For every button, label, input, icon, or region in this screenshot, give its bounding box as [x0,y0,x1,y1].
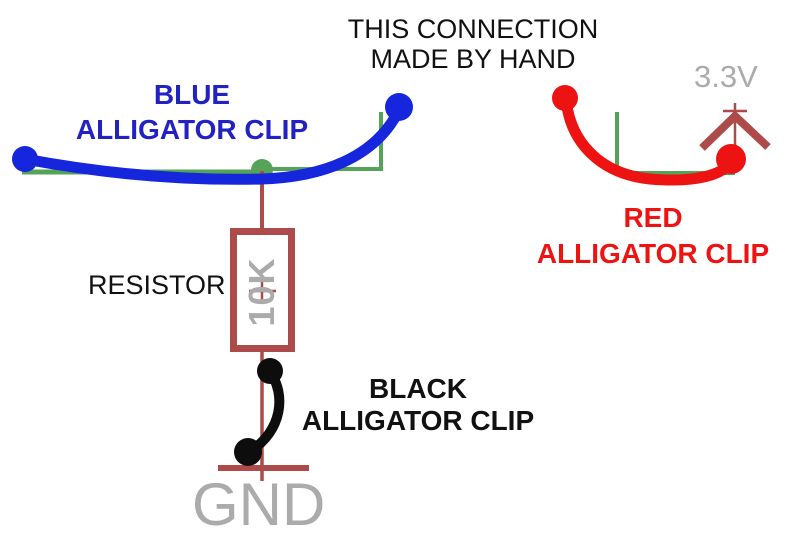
resistor-value: 10K [241,257,282,327]
connection-note-line1: THIS CONNECTION [347,14,599,44]
black-wire-dot-top [257,358,283,384]
connection-note-line2: MADE BY HAND [370,44,576,74]
black-clip-label-line2: ALLIGATOR CLIP [301,405,535,436]
ground-label: GND [192,471,326,538]
blue-wire-dot-left [12,146,38,172]
black-wire-dot-bottom [234,438,262,466]
resistor-symbol [230,171,295,481]
red-wire-dot-right [716,144,746,174]
red-clip-label: RED ALLIGATOR CLIP [498,200,800,272]
blue-clip-label-line1: BLUE [153,79,231,110]
power-3v3-label: 3.3V [694,59,758,94]
red-wire-dot-left [552,85,578,111]
resistor-label: RESISTOR [88,270,226,300]
red-clip-label-line1: RED [623,202,683,233]
blue-wire [12,93,413,185]
black-clip-label: BLACK ALLIGATOR CLIP [268,373,568,437]
black-clip-label-line1: BLACK [369,373,467,404]
blue-clip-label: BLUE ALLIGATOR CLIP [32,77,352,147]
blue-clip-label-line2: ALLIGATOR CLIP [75,114,309,145]
blue-wire-dot-right [385,93,413,121]
red-clip-label-line2: ALLIGATOR CLIP [536,238,770,269]
red-wire [552,85,746,186]
connection-note: THIS CONNECTION MADE BY HAND [318,14,628,74]
black-wire [234,358,285,466]
